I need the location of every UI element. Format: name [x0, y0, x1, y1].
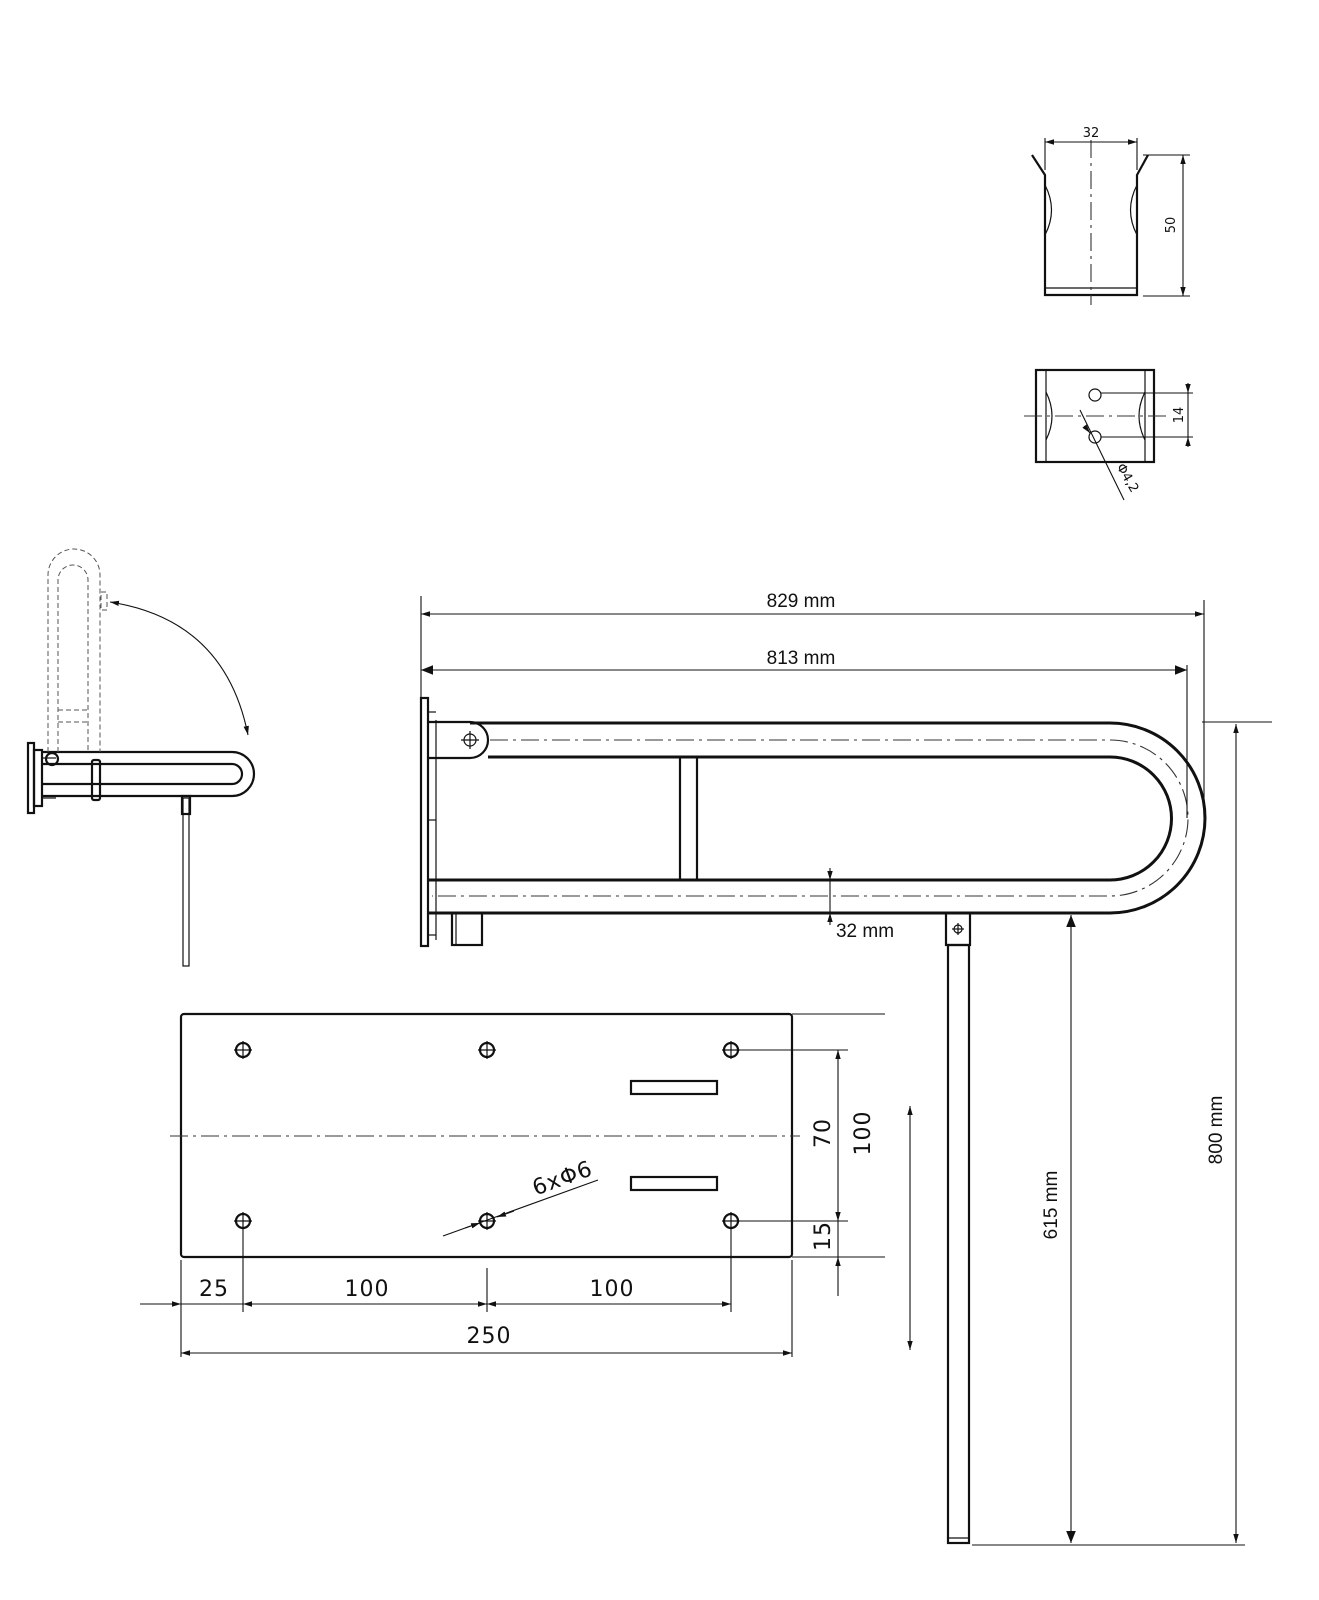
folding-side-view — [26, 548, 256, 967]
inner-length-label: 813 mm — [767, 648, 836, 669]
hole-spacing-1-label: 100 — [345, 1277, 390, 1302]
leg-height-label: 615 mm — [1041, 1171, 1062, 1240]
bottom-offset-label: 15 — [811, 1221, 836, 1251]
mounting-holes — [234, 1041, 740, 1230]
bracket-height-label: 50 — [1164, 217, 1179, 234]
hole-vertical-spacing-label: 70 — [811, 1118, 836, 1148]
bracket-width-label: 32 — [1083, 126, 1100, 141]
bracket-side-view: 14 Φ4,2 — [1024, 368, 1193, 501]
total-height-label: 800 mm — [1206, 1096, 1227, 1165]
main-dimensions: 829 mm 813 mm 32 mm 800 mm 615 mm — [420, 591, 1272, 1546]
plate-slot-top — [629, 1079, 719, 1096]
overall-length-label: 829 mm — [767, 591, 836, 612]
holes-label: 6xΦ6 — [529, 1156, 596, 1201]
edge-offset-label: 25 — [199, 1277, 229, 1302]
bracket-hole-spacing-label: 14 — [1172, 407, 1187, 424]
main-grab-bar-view — [419, 696, 1207, 1545]
bracket-hole-diameter-label: Φ4,2 — [1113, 461, 1141, 495]
wall-plate-view: 6xΦ6 25 100 100 250 70 100 15 — [140, 1012, 913, 1357]
tube-diameter-label: 32 mm — [836, 921, 894, 942]
plate-slot-bottom — [629, 1175, 719, 1192]
bracket-front-view: 32 50 — [1031, 126, 1190, 305]
plate-height-label: 100 — [851, 1111, 876, 1156]
plate-width-label: 250 — [467, 1324, 512, 1349]
bracket-hole-top — [1088, 388, 1102, 402]
hole-spacing-2-label: 100 — [590, 1277, 635, 1302]
